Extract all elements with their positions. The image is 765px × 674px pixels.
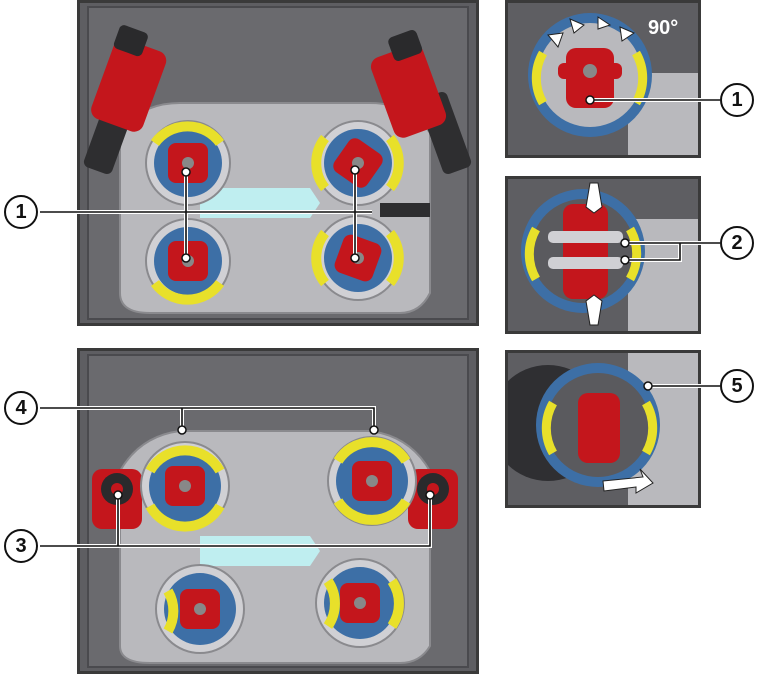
detail-rotate-drawing bbox=[508, 3, 698, 155]
top-drive-unit-panel bbox=[77, 0, 479, 326]
tension-knob-right bbox=[408, 469, 458, 529]
roller-bottom-right bbox=[315, 558, 405, 648]
lock-arrow-icon bbox=[602, 468, 654, 494]
roller-top-left bbox=[140, 441, 230, 532]
detail-panel-rotate: 90° bbox=[505, 0, 701, 158]
roller-top-left bbox=[145, 120, 231, 206]
detail-insert-drawing bbox=[508, 179, 698, 331]
wire-channel bbox=[200, 536, 320, 566]
tension-lever-left bbox=[83, 25, 167, 175]
detail-panel-lock-ring bbox=[505, 350, 701, 508]
roller-bottom-left bbox=[155, 564, 245, 654]
bottom-drive-unit-panel bbox=[77, 348, 479, 674]
rotate-arrows-icon bbox=[547, 16, 636, 48]
detail-panel-insert-roller bbox=[505, 176, 701, 334]
callout-1-main: 1 bbox=[4, 195, 38, 229]
callout-4-main: 4 bbox=[4, 391, 38, 425]
roller-top-right bbox=[311, 120, 404, 206]
top-drive-unit-drawing bbox=[80, 3, 476, 323]
roller-top-right bbox=[327, 436, 417, 526]
detail-lock-drawing bbox=[508, 353, 698, 505]
bottom-drive-unit-drawing bbox=[80, 351, 476, 671]
rotation-angle-label: 90° bbox=[648, 17, 679, 39]
tension-lever-right bbox=[370, 30, 472, 175]
callout-2-detail: 2 bbox=[720, 226, 754, 260]
callout-1-detail: 1 bbox=[720, 83, 754, 117]
insert-arrows-icon bbox=[585, 182, 603, 326]
callout-5-detail: 5 bbox=[720, 369, 754, 403]
callout-3-main: 3 bbox=[4, 529, 38, 563]
